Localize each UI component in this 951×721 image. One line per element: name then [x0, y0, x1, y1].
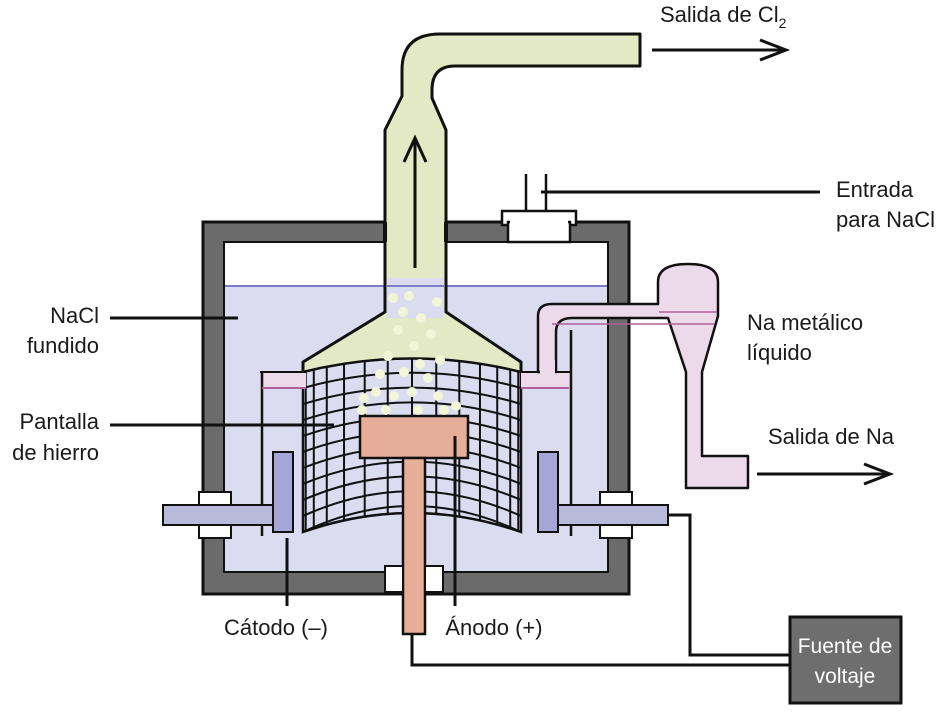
gas-bubble: [398, 307, 408, 317]
gas-bubble: [389, 391, 399, 401]
voltage-source-label-line1: Fuente de: [798, 635, 893, 658]
cl2-outlet-label: Salida de Cl2: [660, 2, 787, 31]
iron-screen-label-line1: Pantalla: [19, 409, 99, 434]
gas-bubble: [409, 341, 419, 351]
screen-mesh-horizontal: [303, 371, 521, 389]
gas-bubble: [407, 387, 417, 397]
anode: [358, 414, 470, 636]
gas-bubble: [399, 367, 409, 377]
gas-bubble: [432, 297, 442, 307]
na-outlet-label: Salida de Na: [768, 424, 895, 449]
na-outlet-arrow: [757, 462, 895, 486]
anode-label: Ánodo (+): [445, 615, 542, 640]
nacl-inlet-label-line2: para NaCl: [836, 207, 935, 232]
gas-bubble: [426, 329, 436, 339]
cathode-right: [537, 451, 669, 539]
gas-bubble: [416, 313, 426, 323]
gas-bubble: [359, 393, 369, 403]
gas-bubble: [404, 291, 414, 301]
cell-top-collar: [383, 222, 448, 242]
gas-bubble: [423, 373, 433, 383]
cl2-outlet-arrow: [652, 38, 791, 62]
gas-bubble: [383, 351, 393, 361]
iron-screen-label-line2: de hierro: [12, 440, 99, 465]
leader-lines: [110, 190, 820, 606]
molten-nacl-label-line2: fundido: [27, 333, 99, 358]
molten-nacl-label-line1: NaCl: [50, 303, 99, 328]
gas-bubble: [375, 369, 385, 379]
circuit-wiring: [410, 513, 790, 667]
gas-bubble: [381, 405, 391, 415]
sodium-separator: [536, 262, 750, 490]
voltage-source: Fuente de voltaje: [788, 615, 903, 705]
liquid-na-label-line1: Na metálico: [747, 310, 863, 335]
gas-flow-arrow: [402, 134, 428, 268]
nacl-inlet-port: [500, 174, 578, 244]
gas-bubble: [435, 355, 445, 365]
liquid-na-label-line2: líquido: [747, 340, 812, 365]
sodium-collection-right: [521, 330, 573, 536]
gas-bubble: [451, 401, 461, 411]
gas-bubble: [439, 405, 449, 415]
cathode-left: [162, 451, 294, 539]
screen-mesh-horizontal: [303, 401, 521, 421]
nacl-inlet-label-line1: Entrada: [836, 177, 914, 202]
gas-bubble: [393, 325, 403, 335]
chlorine-bubbles: [357, 291, 461, 415]
cathode-label: Cátodo (–): [224, 615, 328, 640]
gas-bubble: [357, 405, 367, 415]
gas-bubble: [413, 405, 423, 415]
gas-bubble: [388, 293, 398, 303]
voltage-source-label-line2: voltaje: [815, 665, 876, 688]
gas-bubble: [433, 391, 443, 401]
sodium-collection-left: [260, 371, 306, 536]
gas-bubble: [415, 359, 425, 369]
gas-bubble: [371, 387, 381, 397]
